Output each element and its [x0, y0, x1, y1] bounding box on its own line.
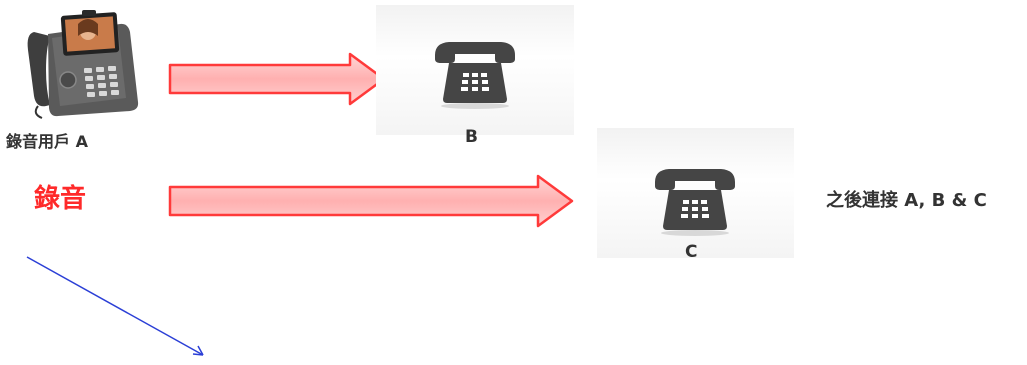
blue-arrow-line — [26, 256, 204, 356]
phone-b-node: B — [376, 5, 574, 147]
desk-phone-icon — [655, 169, 735, 236]
connect-note: 之後連接 A, B & C — [826, 190, 987, 211]
arrow-a-to-b — [168, 52, 386, 106]
recording-label: 錄音 — [34, 184, 87, 214]
node-b-label: B — [465, 127, 478, 147]
ip-phone-icon — [27, 10, 139, 119]
node-c-label: C — [685, 242, 698, 262]
phone-c-node: C — [597, 128, 794, 262]
desk-phone-icon — [435, 42, 515, 109]
arrow-a-to-c — [168, 174, 574, 228]
node-a-label: 錄音用戶 A — [6, 132, 88, 151]
